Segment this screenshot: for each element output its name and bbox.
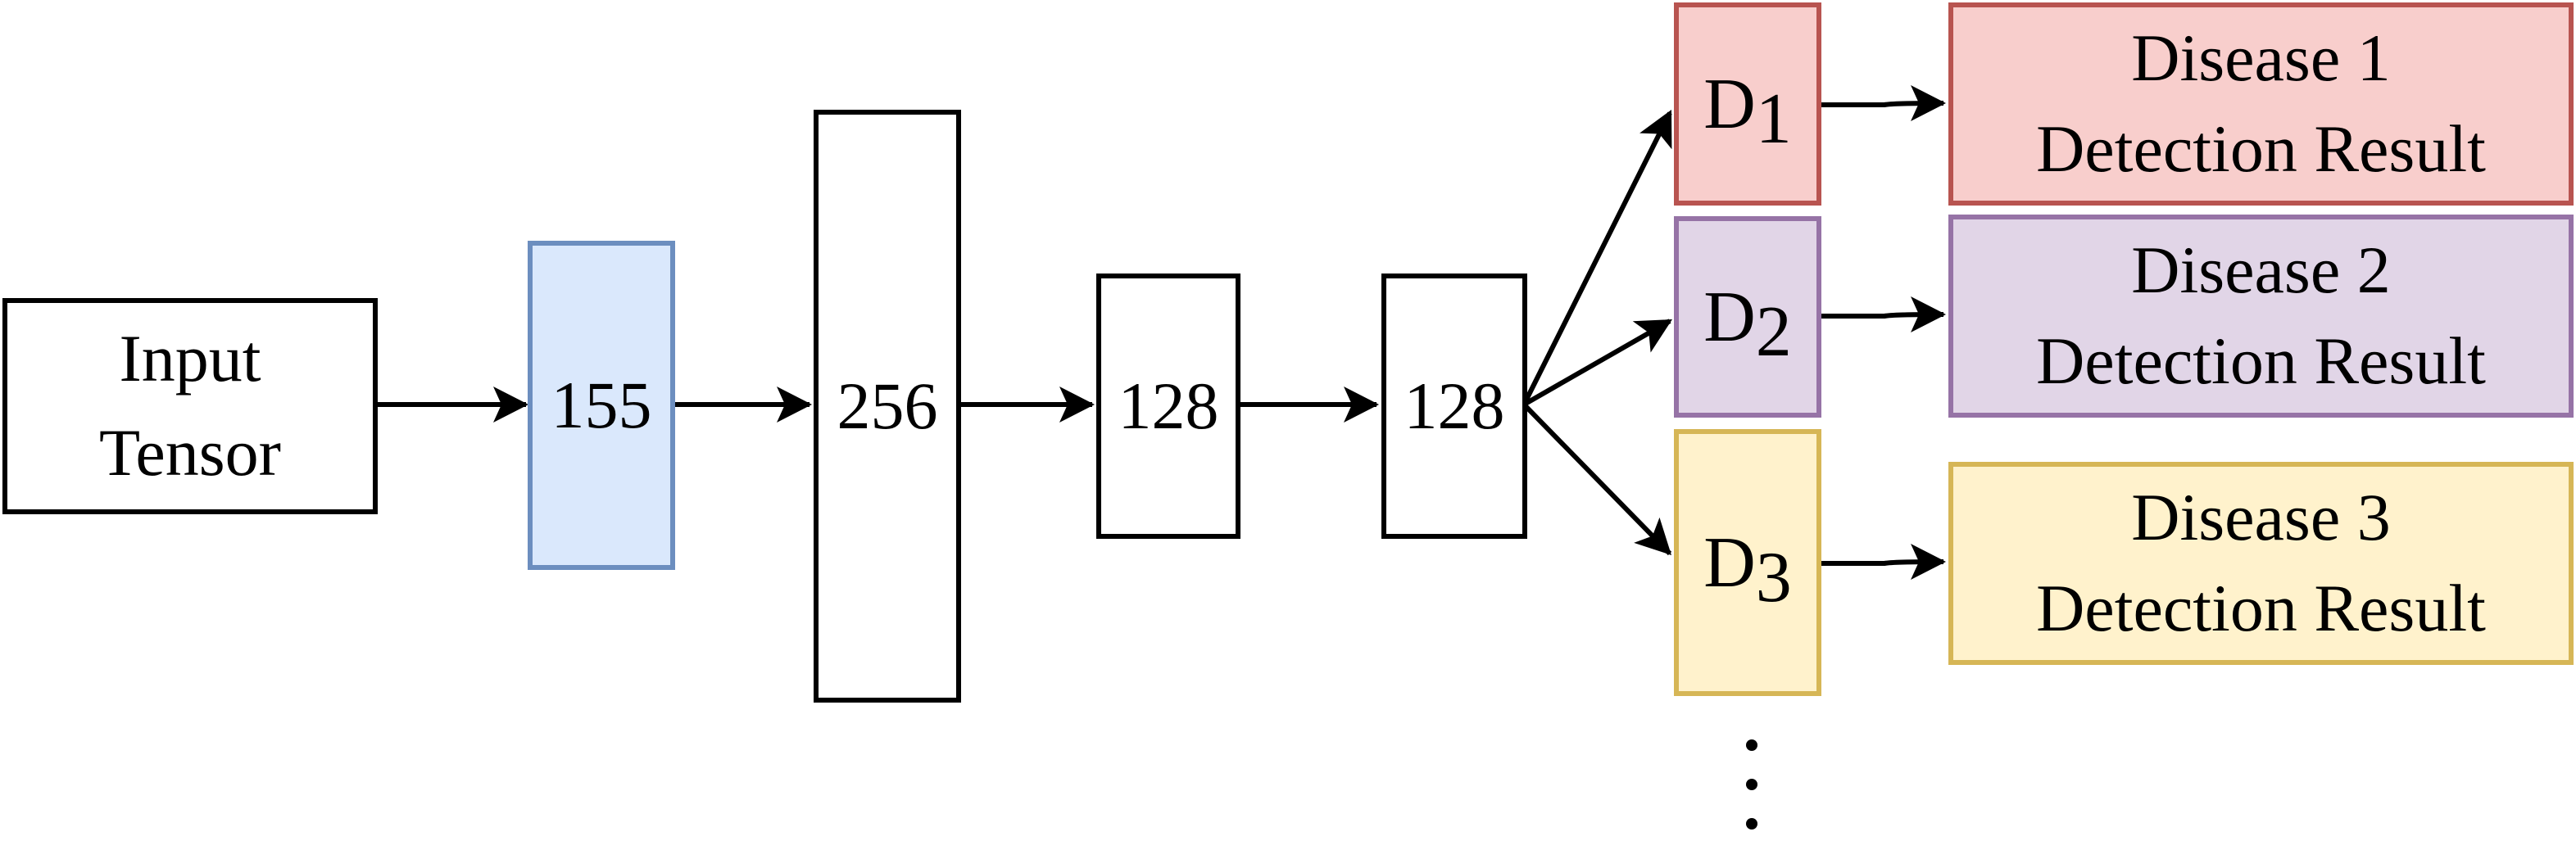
layer-128b-label: 128 xyxy=(1404,368,1505,443)
result-disease-1-box: Disease 1 Detection Result xyxy=(1948,2,2574,206)
result-3-line2: Detection Result xyxy=(2036,571,2486,645)
arrowhead-icon xyxy=(1911,85,1946,121)
arrowhead-icon xyxy=(777,387,812,423)
arrowhead-icon xyxy=(1639,110,1672,150)
result-2-line1: Disease 2 xyxy=(2131,233,2391,308)
input-tensor-box: Input Tensor xyxy=(2,298,378,514)
vertical-ellipsis-icon xyxy=(1746,739,1757,830)
arrowhead-icon xyxy=(1911,296,1946,332)
arrowhead-icon xyxy=(1911,544,1946,580)
result-2-line2: Detection Result xyxy=(2036,323,2486,398)
head-d1-box: D1 xyxy=(1674,2,1821,206)
layer-128a-label: 128 xyxy=(1118,368,1219,443)
arrow-128b-to-d2 xyxy=(1522,319,1671,407)
layer-256-box: 256 xyxy=(814,110,961,703)
arrow-128b-to-d3 xyxy=(1522,402,1672,556)
head-d3-box: D3 xyxy=(1674,429,1821,696)
arrowhead-icon xyxy=(1634,517,1671,555)
head-d1-label: D1 xyxy=(1703,64,1792,159)
head-d2-box: D2 xyxy=(1674,216,1821,418)
arrowhead-icon xyxy=(1344,387,1379,423)
head-d2-label: D2 xyxy=(1703,277,1792,372)
arrow-128b-to-d1 xyxy=(1522,111,1672,406)
result-disease-3-box: Disease 3 Detection Result xyxy=(1948,462,2574,665)
layer-128b-box: 128 xyxy=(1381,274,1527,539)
result-3-line1: Disease 3 xyxy=(2131,480,2391,555)
result-disease-2-box: Disease 2 Detection Result xyxy=(1948,215,2574,418)
arrowhead-icon xyxy=(493,387,528,423)
arrowhead-icon xyxy=(1059,387,1095,423)
result-1-line1: Disease 1 xyxy=(2131,20,2391,96)
input-label-line1: Input xyxy=(119,321,261,396)
layer-155-label: 155 xyxy=(551,367,652,442)
layer-256-label: 256 xyxy=(837,368,938,443)
input-label-line2: Tensor xyxy=(99,415,281,490)
result-1-line2: Detection Result xyxy=(2036,111,2486,186)
head-d3-label: D3 xyxy=(1703,522,1792,617)
layer-155-box: 155 xyxy=(528,241,675,570)
layer-128a-box: 128 xyxy=(1096,274,1240,539)
arrowhead-icon xyxy=(1632,319,1672,353)
